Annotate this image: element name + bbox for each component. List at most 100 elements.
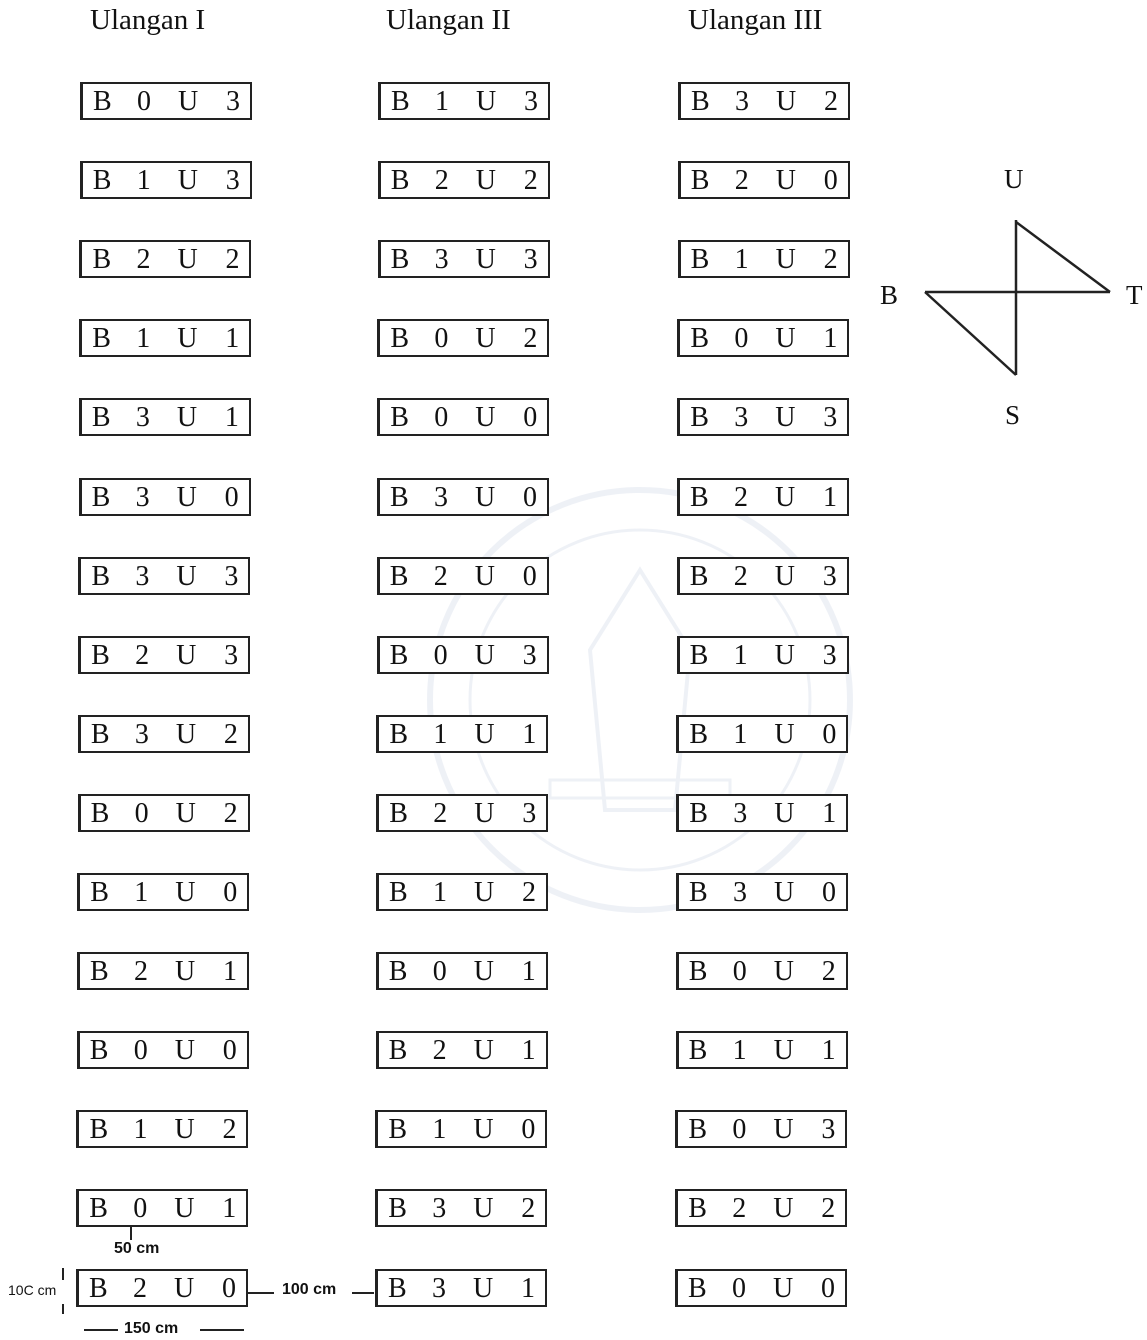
plot-factor-b-level: 1 (433, 877, 447, 908)
plot-factor-u-level: 1 (821, 1035, 836, 1067)
plot-factor-u-letter: U (178, 86, 199, 117)
plot-factor-u-letter: U (773, 1272, 794, 1304)
column-title-ulangan-3: Ulangan III (688, 4, 823, 36)
plot-factor-u-letter: U (175, 718, 197, 750)
plot-factor-b-letter: B (389, 797, 408, 829)
plot-factor-b-letter: B (390, 402, 409, 434)
plot-factor-u-letter: U (774, 797, 795, 829)
plot-factor-b-letter: B (89, 1114, 109, 1146)
plot-factor-u-letter: U (775, 481, 796, 513)
plot-factor-u-letter: U (473, 1272, 494, 1304)
plot-factor-b-level: 3 (735, 86, 749, 117)
plot-factor-b-letter: B (689, 797, 708, 829)
plot-factor-u-level: 1 (225, 323, 240, 355)
plot-factor-u-letter: U (177, 323, 198, 355)
plot-factor-b-level: 2 (134, 956, 149, 988)
plot-factor-u-letter: U (773, 956, 795, 988)
spacing-horizontal-line-left (248, 1292, 274, 1294)
plot-factor-u-letter: U (173, 1272, 195, 1304)
plot-factor-b-level: 0 (137, 86, 151, 117)
plot-factor-u-level: 1 (522, 718, 537, 750)
compass-east-label: T (1126, 280, 1143, 310)
plot-factor-b-letter: B (90, 956, 109, 988)
plot-factor-b-letter: B (688, 1272, 707, 1304)
plot-factor-b-letter: B (91, 560, 111, 592)
plot-factor-u-letter: U (473, 1114, 494, 1146)
plot-factor-b-letter: B (89, 1035, 109, 1067)
plot-factor-b-letter: B (689, 718, 709, 750)
plot-factor-u-letter: U (775, 244, 796, 276)
plot-factor-u-level: 2 (521, 1193, 536, 1225)
plot-factor-u-level: 1 (822, 797, 837, 829)
plot-factor-b-level: 2 (734, 165, 749, 197)
plot-factor-b-level: 0 (434, 402, 449, 434)
plot-factor-u-letter: U (475, 402, 496, 434)
plot-factor-b-letter: B (91, 402, 111, 434)
plot-height-tick-top (62, 1268, 64, 1280)
plot-width-line-right (200, 1329, 244, 1331)
plot-factor-b-letter: B (689, 639, 709, 671)
plot-factor-u-letter: U (773, 1114, 794, 1146)
plot-factor-u-level: 2 (821, 1193, 836, 1225)
plot-factor-b-letter: B (390, 323, 410, 355)
plot-factor-b-letter: B (89, 1193, 108, 1225)
plot-factor-u-level: 2 (824, 86, 838, 117)
plot-factor-u-level: 0 (523, 481, 537, 513)
plot-factor-u-level: 1 (223, 956, 238, 988)
plot-factor-u-level: 0 (523, 402, 538, 434)
plot-factor-u-level: 0 (822, 877, 836, 908)
plot-factor-u-level: 3 (226, 86, 240, 117)
plot-factor-b-level: 0 (732, 956, 747, 988)
plot-factor-u-level: 2 (223, 718, 238, 750)
plot-factor-u-letter: U (474, 718, 495, 750)
compass-south-label: S (1005, 400, 1021, 430)
plot-factor-b-level: 3 (135, 560, 150, 592)
plot-factor-u-letter: U (476, 86, 497, 117)
plot-factor-u-letter: U (176, 402, 198, 434)
plot-factor-b-level: 0 (434, 323, 449, 355)
plot-factor-u-letter: U (174, 1114, 195, 1146)
plot-factor-b-level: 3 (733, 877, 747, 908)
plot-factor-u-level: 0 (821, 1272, 835, 1304)
plot-factor-u-level: 3 (821, 1114, 836, 1146)
plot-factor-u-letter: U (177, 244, 198, 276)
plot-factor-u-letter: U (474, 877, 495, 908)
plot-factor-u-level: 3 (224, 560, 239, 592)
plot-factor-b-letter: B (691, 86, 710, 117)
plot-factor-u-level: 1 (222, 1193, 237, 1225)
plot-factor-b-letter: B (91, 639, 110, 671)
plot-factor-b-level: 2 (434, 165, 449, 197)
plot-factor-b-letter: B (90, 877, 109, 908)
spacing-vertical-tick (130, 1226, 132, 1240)
plot-factor-b-level: 2 (136, 244, 151, 276)
plot-factor-b-letter: B (93, 86, 112, 117)
plot-factor-b-level: 2 (432, 1035, 447, 1067)
plot-factor-u-letter: U (474, 560, 496, 592)
plot-factor-b-level: 0 (734, 323, 749, 355)
plot-factor-b-letter: B (690, 481, 709, 513)
plot-factor-b-level: 0 (732, 1272, 746, 1304)
plot-factor-b-letter: B (90, 718, 110, 750)
plot-factor-u-letter: U (775, 165, 797, 197)
plot-factor-b-letter: B (390, 244, 410, 276)
plot-factor-b-letter: B (389, 718, 409, 750)
compass-arrows-icon (924, 220, 1111, 376)
plot-factor-b-level: 3 (134, 718, 149, 750)
plot-factor-b-letter: B (690, 244, 710, 276)
spacing-horizontal-line-right (352, 1292, 374, 1294)
plot-factor-b-letter: B (389, 560, 409, 592)
plot-factor-u-level: 2 (522, 877, 536, 908)
